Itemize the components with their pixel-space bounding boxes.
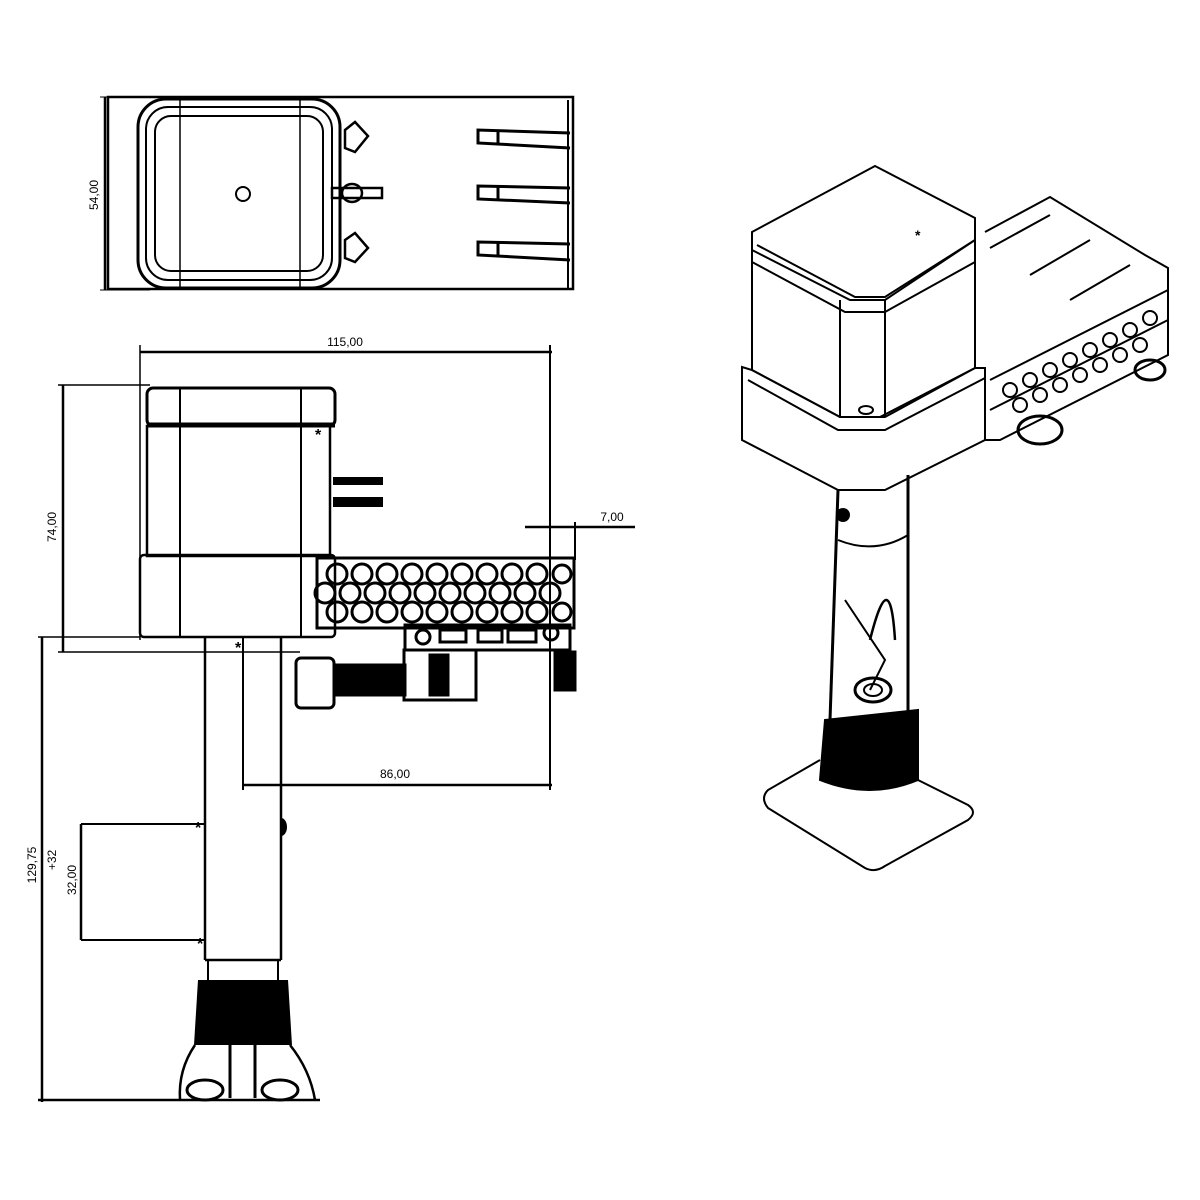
svg-text:*: * — [915, 227, 921, 243]
front-view: 115,00 74,00 * 7,00 — [25, 335, 635, 1102]
asterisk-mark: * — [315, 427, 322, 444]
dim-bracket-offset: 7,00 — [600, 510, 624, 524]
dim-travel-length: 32,00 — [65, 865, 79, 895]
honeycomb-pattern — [313, 562, 573, 624]
dim-travel-tolerance: +32 — [45, 849, 59, 870]
dim-total-height: 129,75 — [25, 846, 39, 883]
dim-clamp-to-bracket: 86,00 — [380, 767, 410, 781]
isometric-view: * — [741, 164, 1169, 872]
travel-mark-bottom: * — [197, 936, 204, 953]
dim-overall-width: 115,00 — [327, 335, 363, 349]
travel-mark-top: * — [195, 820, 202, 837]
iso-honeycomb — [989, 289, 1169, 413]
clamp-mechanism — [294, 623, 577, 710]
dim-head-height: 74,00 — [45, 512, 59, 542]
top-view: 54,00 — [87, 95, 575, 291]
center-mark: * — [235, 640, 242, 657]
dim-top-width: 54,00 — [87, 180, 101, 210]
